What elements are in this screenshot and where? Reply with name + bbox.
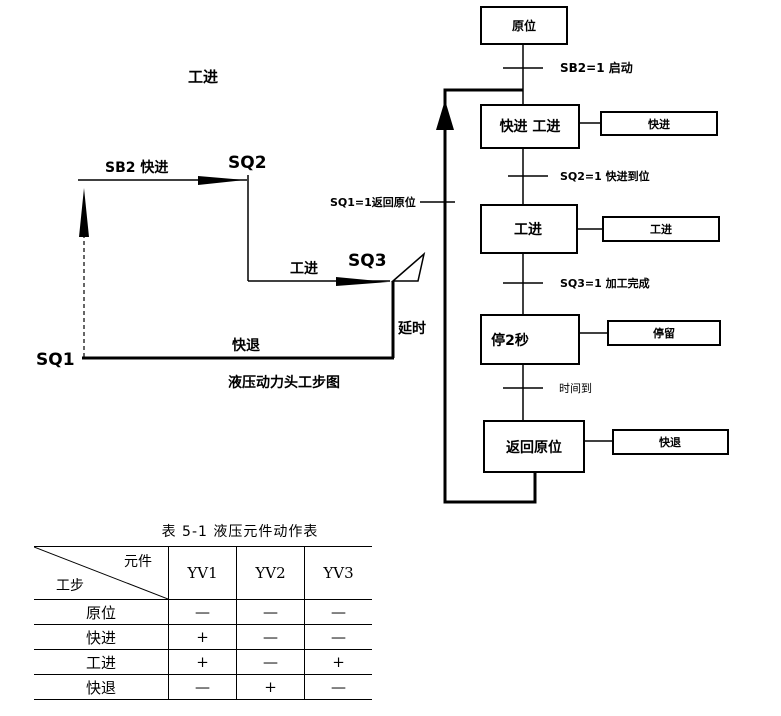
cell-value: —	[168, 674, 237, 700]
cell-value: —	[304, 599, 372, 625]
label-sq1: SQ1	[36, 350, 75, 370]
table-caption: 表 5-1 液压元件动作表	[161, 524, 319, 540]
cell-value: +	[304, 649, 372, 675]
output-box-1	[600, 111, 718, 136]
row-step: 快进	[34, 624, 169, 650]
header-step: 工步	[56, 578, 84, 594]
work-feed-arrow	[336, 277, 388, 286]
transition-label-1: SB2=1 启动	[560, 60, 633, 75]
cell-value: +	[168, 624, 237, 650]
return-loop-line	[443, 88, 537, 504]
cell-value: —	[236, 599, 305, 625]
row-step: 原位	[34, 599, 169, 625]
output-label-2: 工进	[650, 222, 672, 236]
row-step: 快退	[34, 674, 169, 700]
transition-label-4: 时间到	[559, 382, 592, 395]
table-row: 快退 — + —	[34, 674, 372, 700]
cell-value: +	[168, 649, 237, 675]
step-label-origin: 原位	[512, 18, 536, 33]
step-label-return: 返回原位	[506, 439, 562, 456]
column-header: YV3	[304, 546, 372, 600]
output-box-2	[602, 216, 720, 242]
diagonal-line	[34, 547, 168, 599]
table-header-row: 元件 工步 YV1 YV2 YV3	[34, 546, 372, 600]
output-label-1: 快进	[647, 117, 670, 131]
step-label-dwell: 停2秒	[491, 332, 529, 349]
return-loop-arrow	[436, 100, 454, 130]
transition-label-2: SQ2=1 快进到位	[560, 169, 650, 183]
step-box-return	[483, 420, 585, 473]
output-box-3	[607, 320, 721, 346]
step-label-fast-forward: 快进 工进	[500, 118, 561, 135]
sequential-flowchart: SQ1=1返回原位 SB2=1 启动 SQ2=1 快进到位 SQ3=1 加工完成…	[330, 6, 729, 504]
cell-value: —	[304, 674, 372, 700]
delay-triangle	[390, 251, 426, 282]
label-sq3: SQ3	[348, 251, 387, 271]
label-gongjin: 工进	[290, 261, 318, 277]
header-component: 元件	[124, 554, 152, 570]
row-step: 工进	[34, 649, 169, 675]
output-label-3: 停留	[653, 326, 675, 340]
work-cycle-diagram: 工进 SB2 快进 SQ2 工进 SQ3 延时 SQ1 快退 液压动力头工步图	[36, 68, 426, 391]
step-box-work-feed	[480, 204, 578, 254]
output-label-4: 快退	[658, 435, 681, 449]
fast-forward-arrow	[198, 176, 245, 185]
cell-value: —	[236, 624, 305, 650]
table-row: 工进 + — +	[34, 649, 372, 675]
column-header: YV1	[168, 546, 237, 600]
label-kuaitui: 快退	[232, 337, 260, 354]
cell-value: —	[236, 649, 305, 675]
label-gongjin-top: 工进	[188, 68, 218, 86]
output-box-4	[612, 429, 729, 455]
table-row: 原位 — — —	[34, 599, 372, 625]
column-header: YV2	[236, 546, 305, 600]
cell-value: —	[304, 624, 372, 650]
table-row: 快进 + — —	[34, 624, 372, 650]
hydraulic-action-table: 元件 工步 YV1 YV2 YV3 原位 — — — 快进 + — — 工进 +…	[34, 546, 372, 700]
cell-value: +	[236, 674, 305, 700]
label-sb2-kuaijin: SB2 快进	[105, 159, 168, 176]
label-sq2: SQ2	[228, 153, 267, 173]
step-box-dwell	[480, 314, 580, 365]
label-return-transition: SQ1=1返回原位	[330, 195, 416, 209]
step-box-fast-forward	[480, 104, 580, 149]
up-arrow	[79, 188, 89, 237]
diagram-caption: 液压动力头工步图	[228, 374, 340, 391]
cell-value: —	[168, 599, 237, 625]
step-label-work-feed: 工进	[514, 222, 542, 238]
transition-label-3: SQ3=1 加工完成	[560, 276, 650, 290]
step-box-origin	[480, 6, 568, 45]
header-diagonal-cell: 元件 工步	[34, 546, 169, 600]
label-yanshi: 延时	[397, 320, 426, 337]
